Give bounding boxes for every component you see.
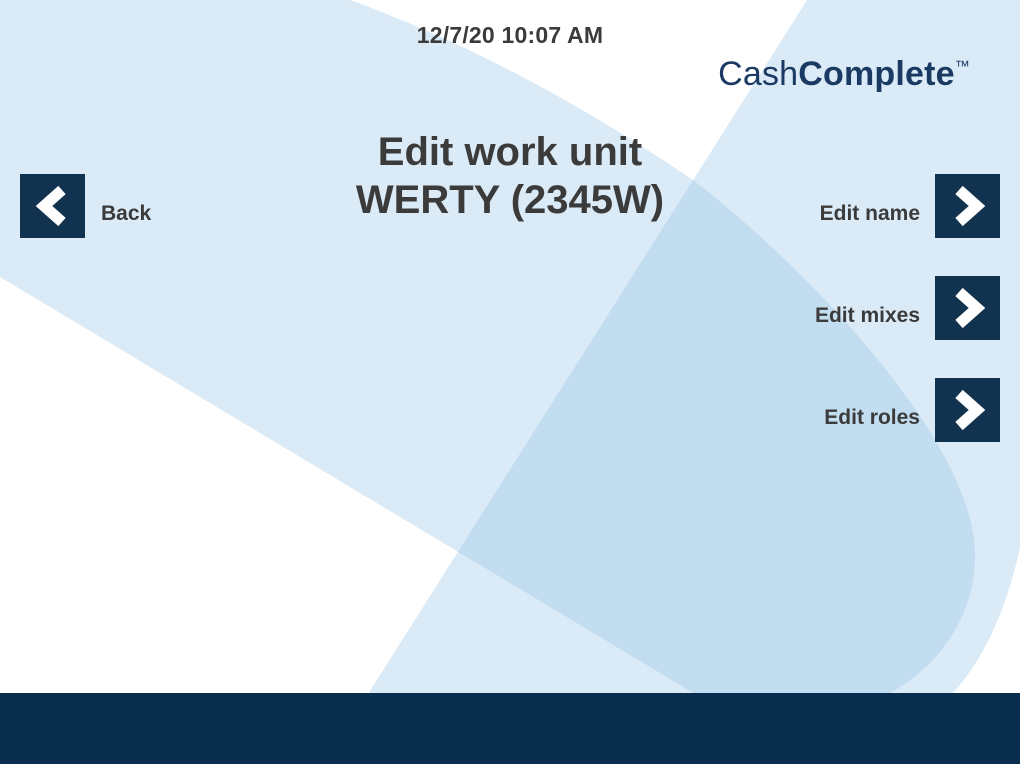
edit-mixes-label: Edit mixes: [814, 304, 920, 327]
background-shape-right: [368, 0, 1020, 694]
trademark-symbol: ™: [954, 58, 970, 75]
chevron-left-icon: [35, 185, 66, 227]
edit-name-label: Edit name: [819, 202, 920, 225]
page-title-line2: WERTY (2345W): [355, 178, 665, 222]
menu-row-edit-name: Edit name: [820, 174, 1000, 238]
background-shape-left: [0, 0, 975, 694]
menu-row-edit-mixes: Edit mixes: [815, 276, 1000, 340]
edit-roles-button[interactable]: [935, 378, 1000, 442]
timestamp: 12/7/20 10:07 AM: [416, 22, 604, 48]
page-title-line1: Edit work unit: [377, 130, 643, 174]
brand-prefix: Cash: [718, 55, 799, 93]
chevron-right-icon: [954, 389, 985, 431]
menu-row-edit-roles: Edit roles: [824, 378, 1000, 442]
footer-bar: [0, 693, 1020, 764]
edit-mixes-button[interactable]: [935, 276, 1000, 340]
back-label: Back: [101, 202, 152, 225]
back-row: Back: [20, 174, 151, 238]
brand-logo: CashComplete™: [718, 55, 970, 94]
chevron-right-icon: [954, 185, 985, 227]
edit-roles-label: Edit roles: [824, 406, 920, 429]
back-button[interactable]: [20, 174, 85, 238]
edit-name-button[interactable]: [935, 174, 1000, 238]
chevron-right-icon: [954, 287, 985, 329]
page-title: Edit work unit WERTY (2345W): [0, 128, 1020, 224]
brand-bold: Complete: [798, 55, 955, 93]
